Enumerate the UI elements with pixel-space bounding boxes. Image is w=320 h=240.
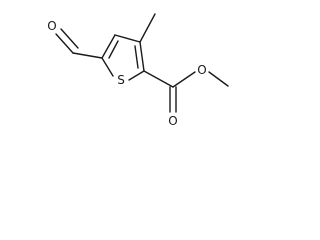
bond-c2-s [128,70,145,81]
bond-c3-c2 [139,41,145,72]
bond-c3-methyl [139,13,156,43]
ester-oxygen-label: O [197,63,206,77]
bond-c3-c2-double [134,45,139,69]
bond-s-c5 [101,57,114,77]
bond-c4-c3 [114,34,141,43]
bond-c5-c4 [101,34,116,59]
bond-ester-c-o [172,71,196,88]
bond-c5-c4-double [108,40,119,59]
aldehyde-oxygen-label: O [47,19,56,33]
bond-cho-o [55,33,74,54]
bond-c2-ester-c [143,70,174,88]
sulfur-label: S [117,73,125,87]
bond-o-methyl [208,71,229,87]
carbonyl-oxygen-label: O [168,114,177,128]
bond-cho-o-double [60,28,79,49]
bond-c5-cho [72,52,103,59]
molecule-structure: S O O O [47,13,229,128]
